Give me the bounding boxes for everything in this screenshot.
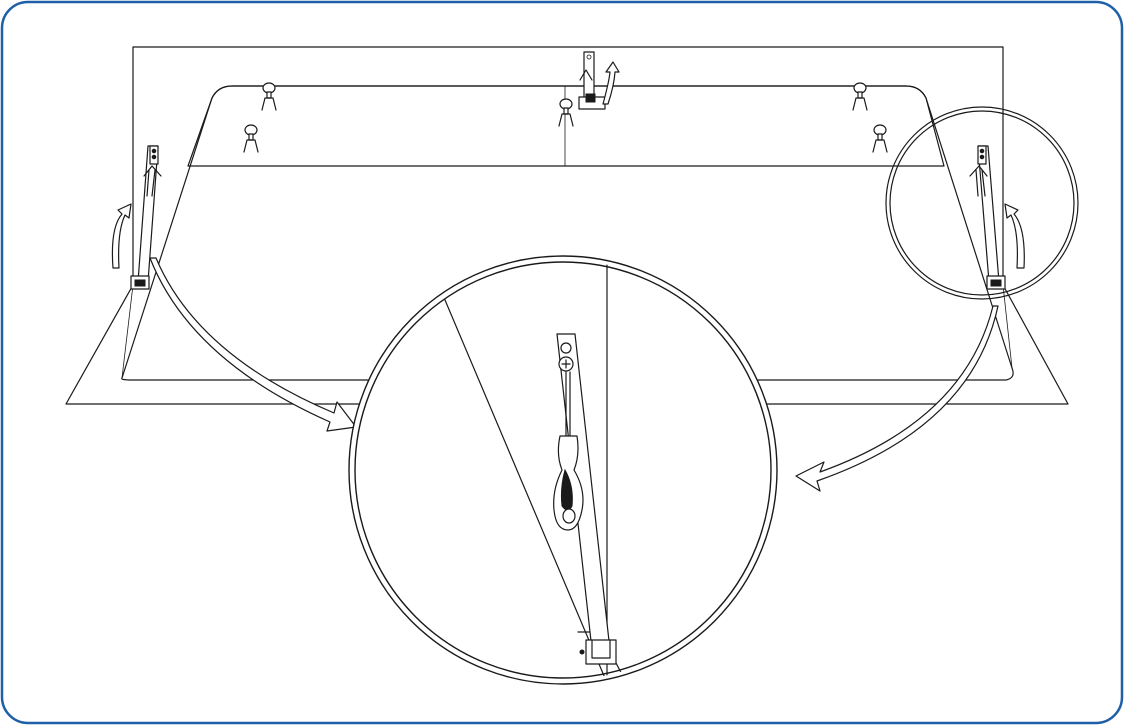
screwdriver-icon xyxy=(553,371,584,531)
screw-icon xyxy=(852,82,868,111)
stand-up-arrow xyxy=(579,69,593,81)
panel-top-plate xyxy=(187,85,945,167)
zoom-detail xyxy=(348,255,778,685)
leg-up-arrow xyxy=(143,165,162,197)
panel-rim-right xyxy=(1002,284,1013,369)
rotate-arrow-icon xyxy=(1004,203,1025,269)
screw-icon xyxy=(872,124,888,153)
support-leg-left xyxy=(130,145,162,290)
support-leg-right xyxy=(969,145,1006,290)
highlight-circle-inner xyxy=(889,110,1075,296)
rotate-arrow-icon xyxy=(111,203,132,269)
pointer-arrow-icon xyxy=(149,257,357,432)
screw-icon xyxy=(261,82,277,111)
panel-rim-left xyxy=(121,284,134,379)
highlight-circle xyxy=(885,106,1079,300)
leg-up-arrow xyxy=(969,165,988,197)
center-stand xyxy=(578,51,620,110)
pointer-arrow-icon xyxy=(795,305,999,492)
leg-bracket xyxy=(585,639,617,665)
rotate-arrow-icon xyxy=(602,61,620,105)
screw-icon xyxy=(558,98,574,127)
screw-icon xyxy=(243,124,259,153)
